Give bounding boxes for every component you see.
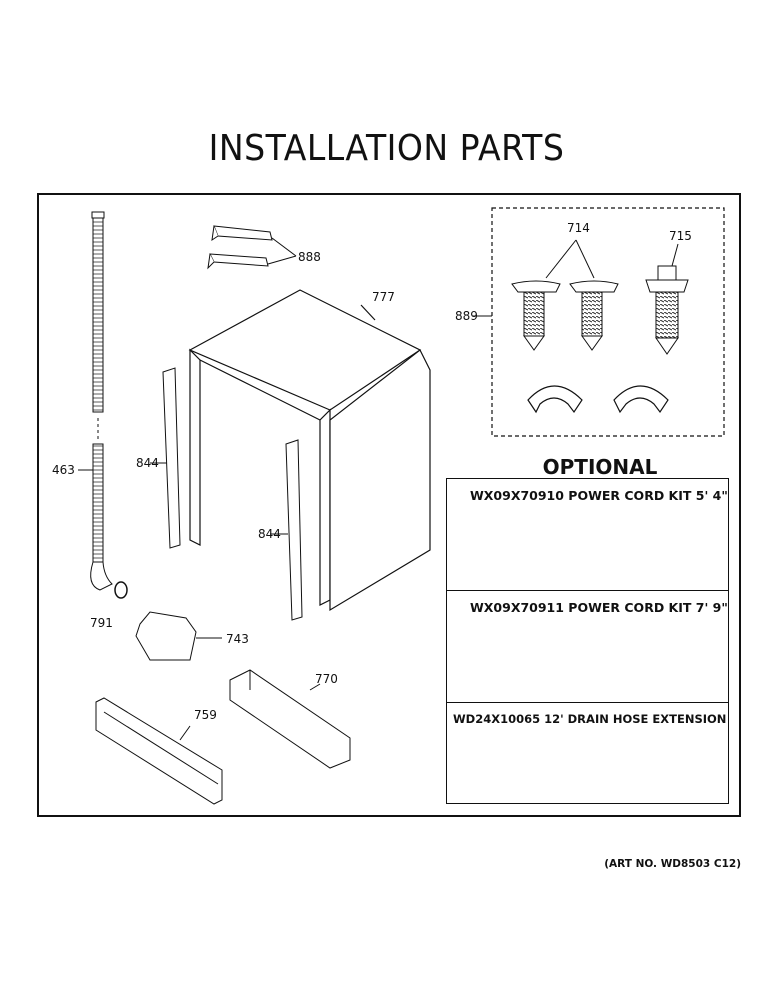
callout-844-right: 844: [258, 527, 281, 541]
optional-kit-box-2: [446, 590, 729, 704]
rail-part-759: [95, 697, 223, 805]
bracket-part-888: [207, 225, 297, 270]
screw-kit-group: [491, 207, 725, 437]
spacer-block-part-770: [229, 669, 351, 769]
callout-791: 791: [90, 616, 113, 630]
callout-715: 715: [669, 229, 692, 243]
callout-770: 770: [315, 672, 338, 686]
optional-kit-label-3: WD24X10065 12' DRAIN HOSE EXTENSION: [453, 712, 727, 726]
side-strip-part-844: [150, 367, 303, 621]
callout-463: 463: [52, 463, 75, 477]
optional-kit-label-2: WX09X70911 POWER CORD KIT 7' 9": [470, 600, 728, 615]
page-title: INSTALLATION PARTS: [208, 128, 565, 169]
drain-hose-part-463: [78, 211, 113, 591]
tray-part-743: [135, 611, 222, 661]
callout-888: 888: [298, 250, 321, 264]
callout-777: 777: [372, 290, 395, 304]
insulation-blanket-part-777: [188, 289, 431, 612]
screw-part-714: [511, 239, 619, 351]
screw-part-715: [645, 243, 689, 355]
diagram-frame: [37, 193, 741, 817]
optional-heading: OPTIONAL: [542, 455, 658, 479]
callout-889: 889: [455, 309, 478, 323]
callout-759: 759: [194, 708, 217, 722]
hose-clamp-part-791: [114, 581, 128, 599]
callout-743: 743: [226, 632, 249, 646]
clip-part: [527, 385, 669, 414]
optional-kit-label-1: WX09X70910 POWER CORD KIT 5' 4": [470, 488, 728, 503]
callout-714: 714: [567, 221, 590, 235]
callout-844-left: 844: [136, 456, 159, 470]
art-number: (ART NO. WD8503 C12): [604, 858, 741, 870]
optional-kit-box-3: [446, 702, 729, 804]
optional-kit-box-1: [446, 478, 729, 592]
